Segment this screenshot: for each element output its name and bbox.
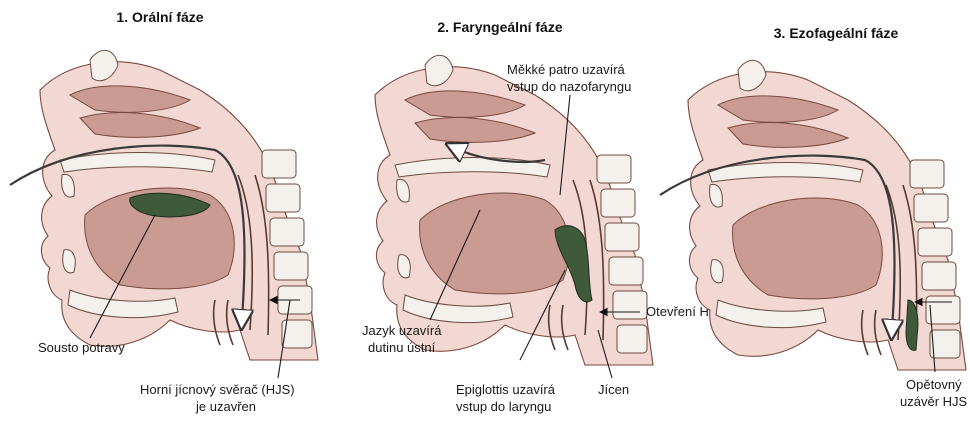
panel-title: 3. Ezofageální fáze bbox=[774, 25, 899, 41]
label-sphincter-2: je uzavřen bbox=[195, 399, 256, 414]
head-cross-section bbox=[375, 55, 653, 365]
label-tongue-2: dutinu ústní bbox=[368, 340, 436, 355]
panel-oral-phase: 1. Orální fáze Sousto potravy Horní jícn… bbox=[10, 9, 318, 414]
label-epiglottis-1: Epiglottis uzavírá bbox=[456, 382, 556, 397]
label-soft-palate-1: Měkké patro uzavírá bbox=[507, 62, 626, 77]
panel-esophageal-phase: 3. Ezofageální fáze Opětovný uzávěr HJS bbox=[660, 25, 968, 409]
label-reclosure-2: uzávěr HJS bbox=[900, 394, 968, 409]
label-reclosure-1: Opětovný bbox=[906, 377, 962, 392]
label-epiglottis-2: vstup do laryngu bbox=[456, 399, 551, 414]
panel-title: 2. Faryngeální fáze bbox=[437, 19, 562, 35]
label-esophagus: Jícen bbox=[598, 382, 629, 397]
label-tongue-1: Jazyk uzavírá bbox=[362, 323, 442, 338]
label-sphincter-1: Horní jícnový svěrač (HJS) bbox=[140, 382, 295, 397]
label-soft-palate-2: vstup do nazofaryngu bbox=[507, 79, 631, 94]
panel-pharyngeal-phase: 2. Faryngeální fáze Měkké patro uzavírá … bbox=[362, 19, 724, 414]
label-bolus: Sousto potravy bbox=[38, 340, 125, 355]
head-cross-section bbox=[688, 60, 966, 370]
panel-title: 1. Orální fáze bbox=[116, 9, 203, 25]
